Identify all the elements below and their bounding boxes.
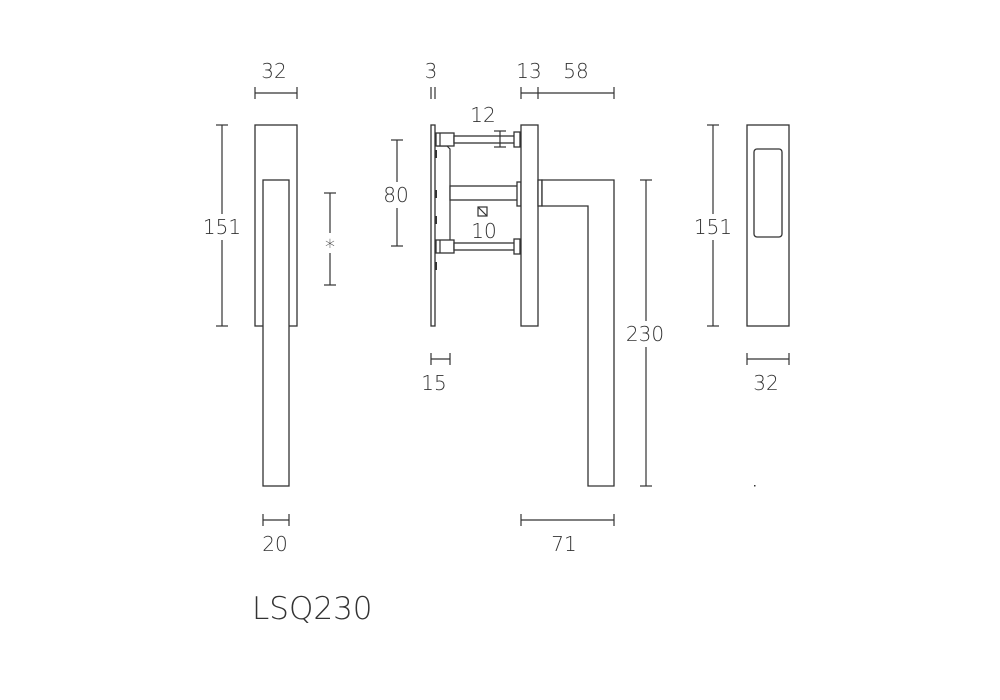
dim-side-star: * [322,192,338,286]
front-view: 151 32 [694,124,790,487]
square-symbol-icon [477,206,488,217]
dim-label-lever-length: 230 [626,322,664,346]
dim-label-side-lever-width: 20 [262,532,287,556]
dim-label-front-width: 32 [753,371,778,395]
dim-front-height: 151 [694,124,732,327]
dim-label-side-star: * [325,235,335,259]
dim-lever-length: 230 [624,179,668,487]
dim-label-screw-spacing: 80 [383,183,408,207]
dim-label-side-rose-width: 32 [261,59,286,83]
dim-label-lever-projection: 58 [563,59,588,83]
dim-screw-spacing: 80 [382,139,414,247]
dim-side-rose-width: 32 [254,59,298,99]
dim-label-side-rose-height: 151 [203,215,241,239]
screw-top [435,131,521,148]
side-view: 32 151 * 20 [203,59,338,556]
dim-label-plate-offset: 15 [421,371,446,395]
inner-bracket [437,145,451,247]
front-recess [753,148,783,238]
dim-side-rose-height: 151 [203,124,241,327]
dim-lever-depth: 71 [520,514,615,556]
dim-plate-offset: 15 [421,353,451,395]
front-rose [520,124,539,327]
spindle [449,181,522,207]
assembly-view: 3 12 80 10 15 [382,59,668,556]
dim-label-lever-depth: 71 [551,532,576,556]
back-plate [430,124,436,327]
dim-label-screw-diameter: 12 [470,103,495,127]
dim-side-lever-width: 20 [262,514,290,556]
dim-front-width: 32 [746,353,790,395]
model-name: LSQ230 [252,591,373,627]
dim-spindle-square: 10 [471,206,497,243]
dim-label-front-height: 151 [694,215,732,239]
dim-label-plate-thickness: 3 [425,59,438,83]
screw-bottom [435,238,521,255]
side-lever-outline [262,179,290,487]
dim-label-rose-depth: 13 [516,59,541,83]
dim-lever-projection: 58 [538,59,615,99]
dim-rose-depth: 13 [516,59,542,99]
lever [537,179,615,487]
dim-plate-thickness: 3 [425,59,438,99]
dim-label-spindle-square: 10 [471,219,496,243]
dim-screw-diameter: 12 [470,103,506,148]
